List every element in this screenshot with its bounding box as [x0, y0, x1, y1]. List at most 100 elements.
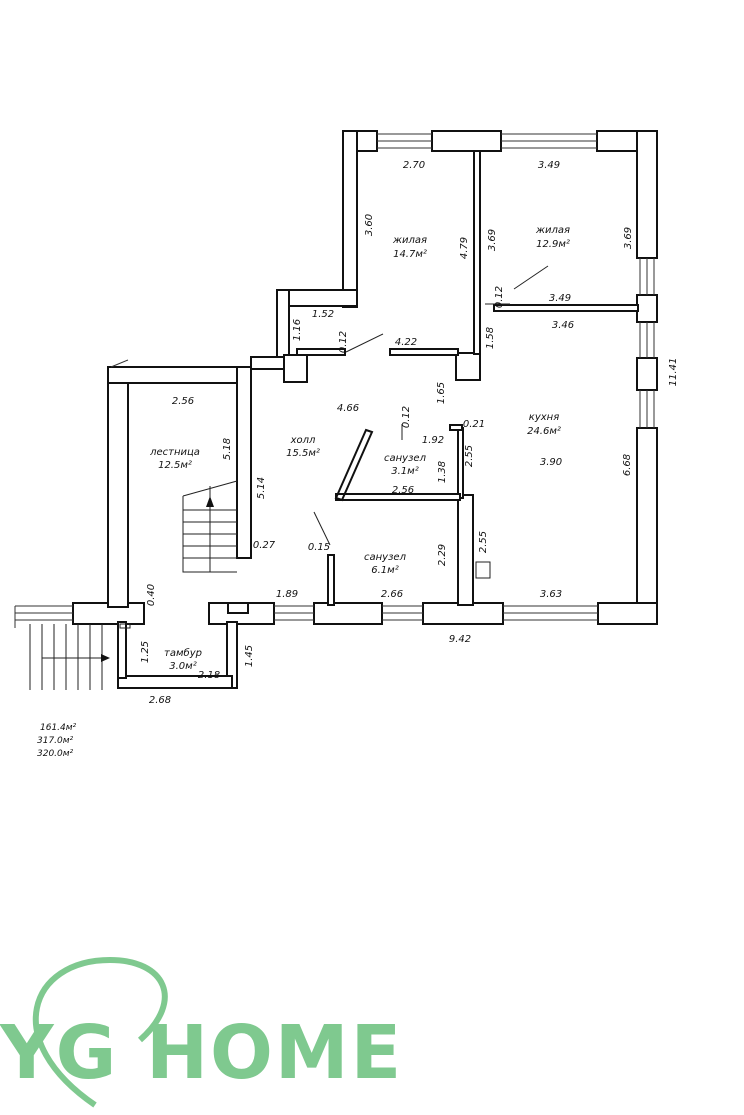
column-center	[455, 352, 481, 381]
room-area-hall: 15.5м²	[286, 448, 320, 459]
partition-living1-bottom-a	[296, 348, 346, 356]
brand-logo: YG HOME	[0, 956, 403, 1108]
dim-label: 0.40	[146, 584, 157, 606]
wall-vestibule-notch	[227, 602, 249, 614]
dim-label: 2.68	[149, 695, 171, 706]
wall-bottom-mid	[422, 602, 504, 625]
area-totals: 161.4м² 317.0м² 320.0м²	[37, 723, 77, 759]
dim-label: 2.18	[198, 670, 220, 681]
partition-living	[473, 150, 481, 355]
wall-stairs-left	[107, 366, 129, 608]
door-swing-living1	[345, 333, 384, 353]
dim-label: 5.18	[222, 438, 233, 460]
wall-step-link	[250, 356, 285, 370]
dim-label: 4.66	[337, 403, 359, 414]
dim-label: 1.25	[140, 641, 151, 663]
dim-label: 0.27	[253, 540, 276, 551]
dim-label: 6.68	[622, 454, 633, 476]
partition-living1-bottom-b	[389, 348, 459, 356]
wall-stairs-right	[236, 366, 252, 559]
room-name-kitchen: кухня	[529, 412, 559, 423]
wall-vestibule-bottom	[117, 675, 233, 689]
wall-right-pier1	[636, 294, 658, 323]
dim-label: 3.49	[549, 293, 571, 304]
room-name-hall: холл	[290, 435, 316, 446]
wall-living1-left	[342, 130, 358, 308]
dim-label: 11.41	[668, 358, 679, 387]
dim-label: 9.42	[449, 634, 471, 645]
dim-label: 1.92	[422, 435, 444, 446]
partition-kitchen-left	[457, 494, 474, 606]
dim-label: 3.63	[540, 589, 562, 600]
room-area-living2: 12.9м²	[536, 239, 570, 250]
dim-label: 0.21	[463, 419, 485, 430]
dim-label: 0.12	[338, 331, 349, 353]
dim-label: 5.14	[256, 477, 267, 499]
dim-label: 2.70	[403, 160, 425, 171]
wall-bottom-mid-left	[313, 602, 383, 625]
partition-bath2-left	[327, 554, 335, 606]
wall-top-middle	[431, 130, 502, 152]
interior-stairs	[182, 480, 238, 573]
room-area-vestibule: 3.0м²	[169, 661, 196, 672]
room-labels: жилая 14.7м² жилая 12.9м² лестница 12.5м…	[149, 225, 570, 672]
wall-right-upper	[636, 130, 658, 259]
partition-bath1-right	[457, 427, 464, 499]
dimensions: 2.70 3.49 3.60 4.79 3.69 3.69 0.12 3.49 …	[140, 160, 679, 706]
dim-label: 3.46	[552, 320, 574, 331]
dim-label: 4.79	[459, 237, 470, 259]
dim-label: 1.52	[312, 309, 334, 320]
wall-right-lower	[636, 427, 658, 625]
dim-label: 2.66	[381, 589, 403, 600]
total-area-3: 320.0м²	[37, 749, 74, 759]
dim-label: 1.45	[244, 645, 255, 667]
logo-text: YG HOME	[0, 1010, 403, 1096]
room-name-vestibule: тамбур	[164, 647, 202, 659]
partition-bath1-top	[449, 424, 463, 431]
dim-label: 3.69	[623, 227, 634, 249]
total-area-2: 317.0м²	[37, 736, 74, 746]
dim-label: 3.69	[487, 229, 498, 251]
room-name-stairs: лестница	[149, 447, 200, 458]
dim-label: 2.55	[464, 445, 475, 467]
door-swing-living2	[513, 265, 549, 290]
door-swing-bath2	[313, 511, 331, 546]
dim-label: 1.16	[292, 319, 303, 341]
entry-steps	[29, 624, 110, 690]
door-hall	[334, 428, 374, 502]
room-name-living1: жилая	[392, 235, 427, 246]
wall-right-pier2	[636, 357, 658, 391]
windows	[14, 133, 655, 628]
dim-label: 3.49	[538, 160, 560, 171]
dim-label: 3.90	[540, 457, 562, 468]
dim-label: 2.56	[392, 485, 414, 496]
dim-label: 3.60	[364, 214, 375, 236]
dim-label: 0.12	[494, 286, 505, 308]
dim-label: 1.38	[437, 461, 448, 483]
dim-label: 4.22	[395, 337, 417, 348]
dim-label: 2.29	[437, 544, 448, 566]
dim-label: 1.65	[436, 382, 447, 404]
dim-label: 0.15	[308, 542, 330, 553]
dim-label: 0.12	[401, 406, 412, 428]
room-area-bath2: 6.1м²	[371, 565, 398, 576]
partition-living2-bottom	[493, 304, 639, 312]
room-name-bath1: санузел	[384, 453, 427, 464]
room-area-stairs: 12.5м²	[158, 460, 192, 471]
doors-and-stairs	[29, 265, 549, 690]
wall-vestibule-left	[117, 621, 127, 679]
dim-label: 2.56	[172, 396, 194, 407]
room-area-bath1: 3.1м²	[391, 466, 418, 477]
room-name-living2: жилая	[535, 225, 570, 236]
room-area-living1: 14.7м²	[393, 249, 427, 260]
wall-bottom-right	[597, 602, 658, 625]
column-left	[283, 354, 308, 383]
logo-swoosh-icon	[32, 956, 168, 1108]
dim-label: 2.55	[478, 531, 489, 553]
room-name-bath2: санузел	[364, 552, 407, 563]
total-area-1: 161.4м²	[40, 723, 77, 733]
dim-label: 1.58	[485, 327, 496, 349]
room-area-kitchen: 24.6м²	[527, 426, 561, 437]
kitchen-fixture-icon	[475, 561, 491, 579]
